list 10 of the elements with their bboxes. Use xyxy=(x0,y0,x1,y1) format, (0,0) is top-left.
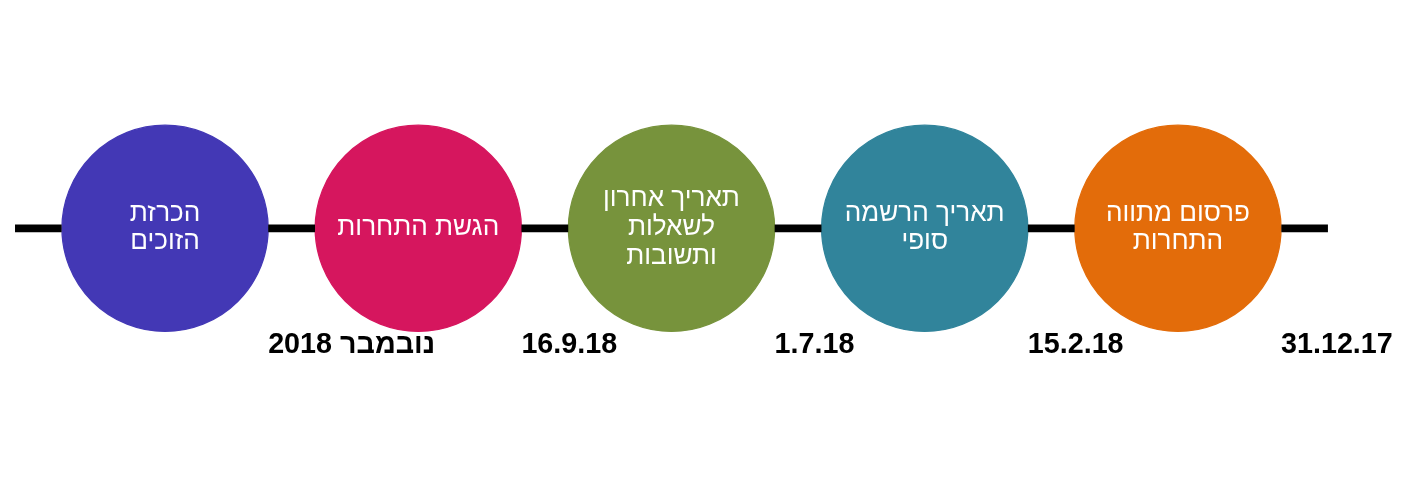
connector xyxy=(774,223,822,232)
node-circle: הגשת התחרות xyxy=(314,124,523,332)
node-label: 31.12.17 xyxy=(1281,326,1393,359)
node-circle: תאריך הרשמה סופי xyxy=(820,124,1029,332)
node-circle: תאריך אחרון לשאלות ותשובות xyxy=(567,124,776,332)
node-circle: פרסום מתווה התחרות xyxy=(1074,124,1282,332)
connector xyxy=(521,223,569,232)
node-circle: הכרזת הזוכים xyxy=(61,124,269,332)
connector xyxy=(1027,223,1075,232)
connector xyxy=(268,223,316,232)
